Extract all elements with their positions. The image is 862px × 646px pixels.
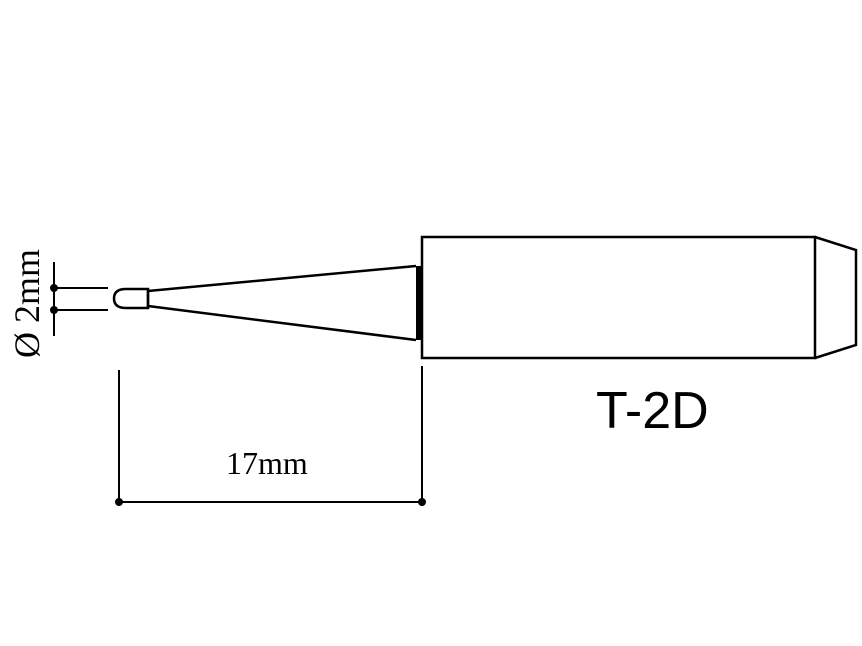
- shaft-chamfer-end: [814, 235, 858, 360]
- tip-shaft: [420, 235, 858, 360]
- length-mark-left: [115, 498, 123, 506]
- tip-taper: [112, 264, 417, 342]
- length-mark-right: [418, 498, 426, 506]
- diameter-label: Ø 2mm: [7, 249, 47, 358]
- taper-upper-edge: [147, 264, 417, 293]
- tip-chisel-end: [112, 287, 150, 310]
- length-label: 17mm: [226, 445, 308, 481]
- shaft-body-outline: [420, 235, 817, 360]
- diameter-mark-top: [50, 284, 58, 292]
- model-label: T-2D: [596, 382, 709, 440]
- diameter-dimension: [50, 262, 108, 336]
- diameter-mark-bottom: [50, 306, 58, 314]
- length-dimension: [115, 366, 426, 506]
- tip-shoulder: [416, 266, 423, 340]
- taper-lower-edge: [147, 304, 417, 342]
